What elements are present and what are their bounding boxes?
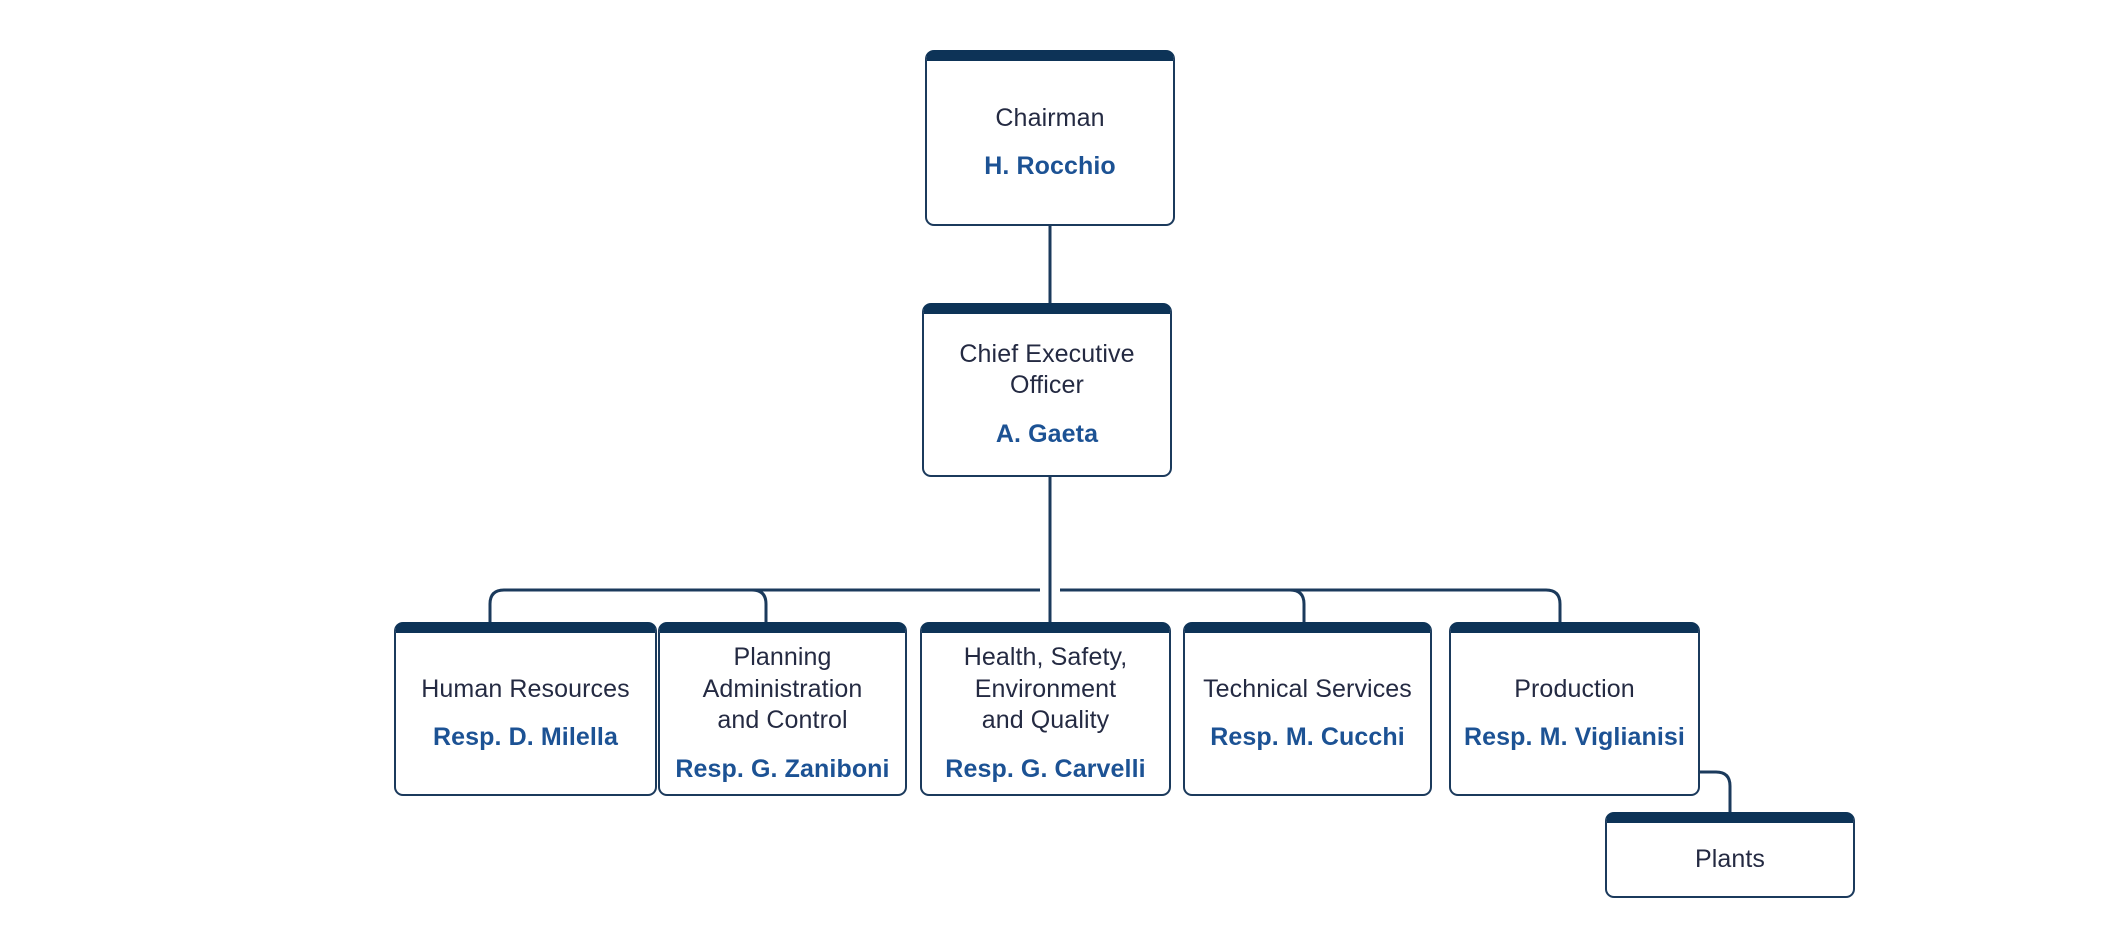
- node-technical-services-title: Technical Services: [1203, 674, 1412, 703]
- node-production-name: Resp. M. Viglianisi: [1464, 723, 1685, 751]
- node-chairman[interactable]: Chairman H. Rocchio: [925, 50, 1175, 226]
- node-health-safety-environment-and-quality-name: Resp. G. Carvelli: [945, 754, 1146, 783]
- node-ceo-name: A. Gaeta: [995, 419, 1099, 448]
- node-plants[interactable]: Plants: [1605, 812, 1855, 898]
- node-plants-title: Plants: [1694, 844, 1766, 873]
- node-health-safety-environment-and-quality-title: Health, Safety, Environment and Quality: [963, 643, 1128, 734]
- node-chairman-title: Chairman: [995, 103, 1105, 132]
- node-planning-administration-and-control-name: Resp. G. Zaniboni: [675, 754, 890, 783]
- node-human-resources-title: Human Resources: [421, 674, 630, 703]
- edge-bus-to-human-resources: [488, 588, 1040, 624]
- node-technical-services[interactable]: Technical Services Resp. M. Cucchi: [1183, 622, 1432, 796]
- node-planning-administration-and-control[interactable]: Planning Administration and Control Resp…: [658, 622, 907, 796]
- node-health-safety-environment-and-quality[interactable]: Health, Safety, Environment and Quality …: [920, 622, 1171, 796]
- node-production-title: Production: [1514, 674, 1635, 703]
- edge-bus-drop-technical-services: [1289, 588, 1306, 624]
- edge-bus-drop-planning: [751, 588, 768, 624]
- edge-bus-to-planning: [752, 590, 1060, 624]
- node-technical-services-name: Resp. M. Cucchi: [1210, 723, 1405, 751]
- node-production[interactable]: Production Resp. M. Viglianisi: [1449, 622, 1700, 796]
- node-chairman-name: H. Rocchio: [984, 152, 1116, 180]
- edge-bus-drop-production: [1545, 588, 1562, 624]
- node-human-resources[interactable]: Human Resources Resp. D. Milella: [394, 622, 657, 796]
- node-human-resources-name: Resp. D. Milella: [433, 723, 618, 751]
- node-ceo-title: Chief Executive Officer: [959, 339, 1135, 400]
- node-ceo[interactable]: Chief Executive Officer A. Gaeta: [922, 303, 1172, 477]
- node-planning-administration-and-control-title: Planning Administration and Control: [702, 643, 863, 734]
